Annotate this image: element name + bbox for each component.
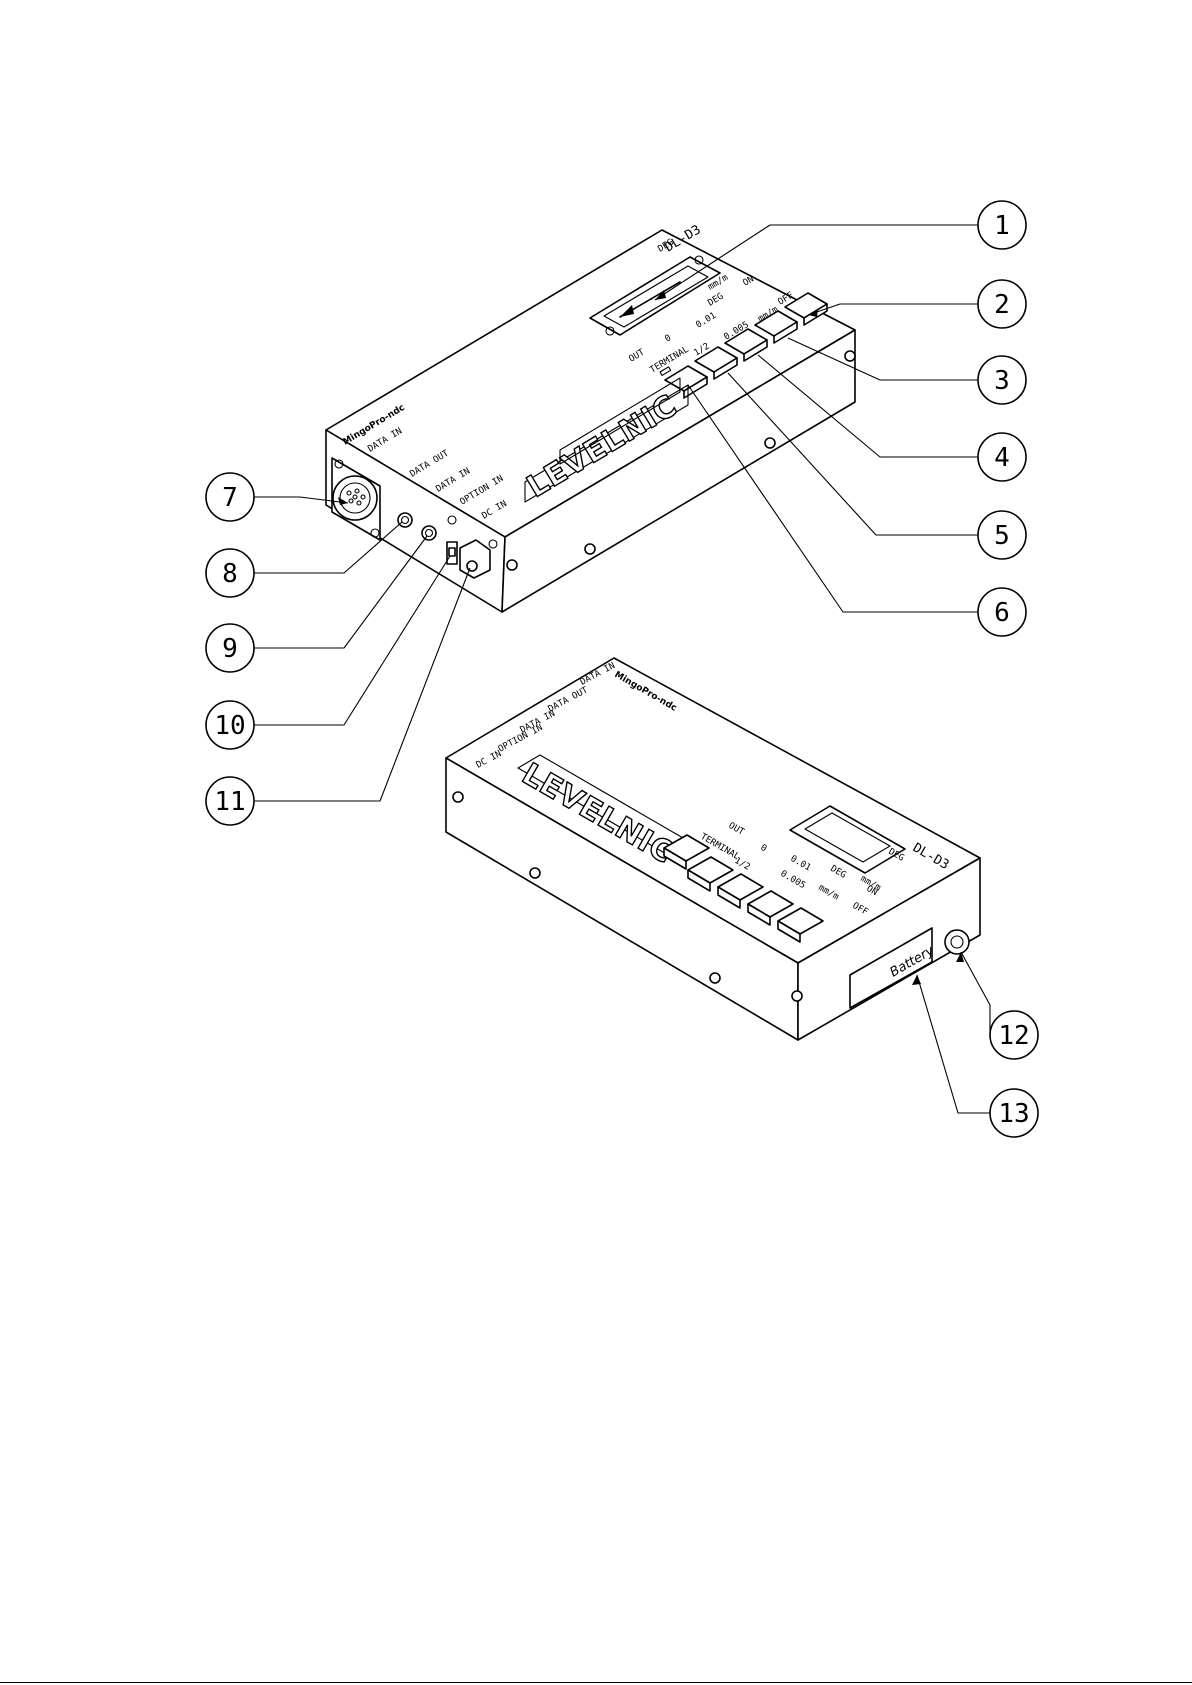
callout-3: 3	[978, 356, 1026, 404]
device-top-view: TERMINAL OUT 1/2 0 0.01 0.005 DEG mm/m O…	[326, 222, 855, 612]
callout-number: 5	[994, 521, 1010, 551]
battery-knob	[945, 930, 969, 954]
callout-number: 7	[222, 483, 238, 513]
callout-13: 13	[990, 1089, 1038, 1137]
device-bottom-view: LEVELNIC TERMINAL OUT 1/2 0 0.005 0.01 m…	[446, 658, 980, 1040]
callout-12: 12	[990, 1011, 1038, 1059]
callout-9: 9	[206, 624, 254, 672]
callout-2: 2	[978, 280, 1026, 328]
callout-number: 3	[994, 366, 1010, 396]
callout-number: 13	[998, 1099, 1029, 1129]
callout-number: 10	[214, 711, 245, 741]
callout-4: 4	[978, 433, 1026, 481]
callout-11: 11	[206, 777, 254, 825]
callout-number: 12	[998, 1021, 1029, 1051]
callout-number: 8	[222, 559, 238, 589]
callout-number: 9	[222, 634, 238, 664]
callout-10: 10	[206, 701, 254, 749]
callout-number: 1	[994, 211, 1010, 241]
callout-8: 8	[206, 549, 254, 597]
callout-5: 5	[978, 511, 1026, 559]
callout-number: 4	[994, 443, 1010, 473]
page-bottom-rule	[0, 1682, 1192, 1683]
callout-number: 6	[994, 598, 1010, 628]
callout-number: 2	[994, 290, 1010, 320]
callout-number: 11	[214, 787, 245, 817]
callout-7: 7	[206, 473, 254, 521]
callout-1: 1	[978, 201, 1026, 249]
callout-6: 6	[978, 588, 1026, 636]
